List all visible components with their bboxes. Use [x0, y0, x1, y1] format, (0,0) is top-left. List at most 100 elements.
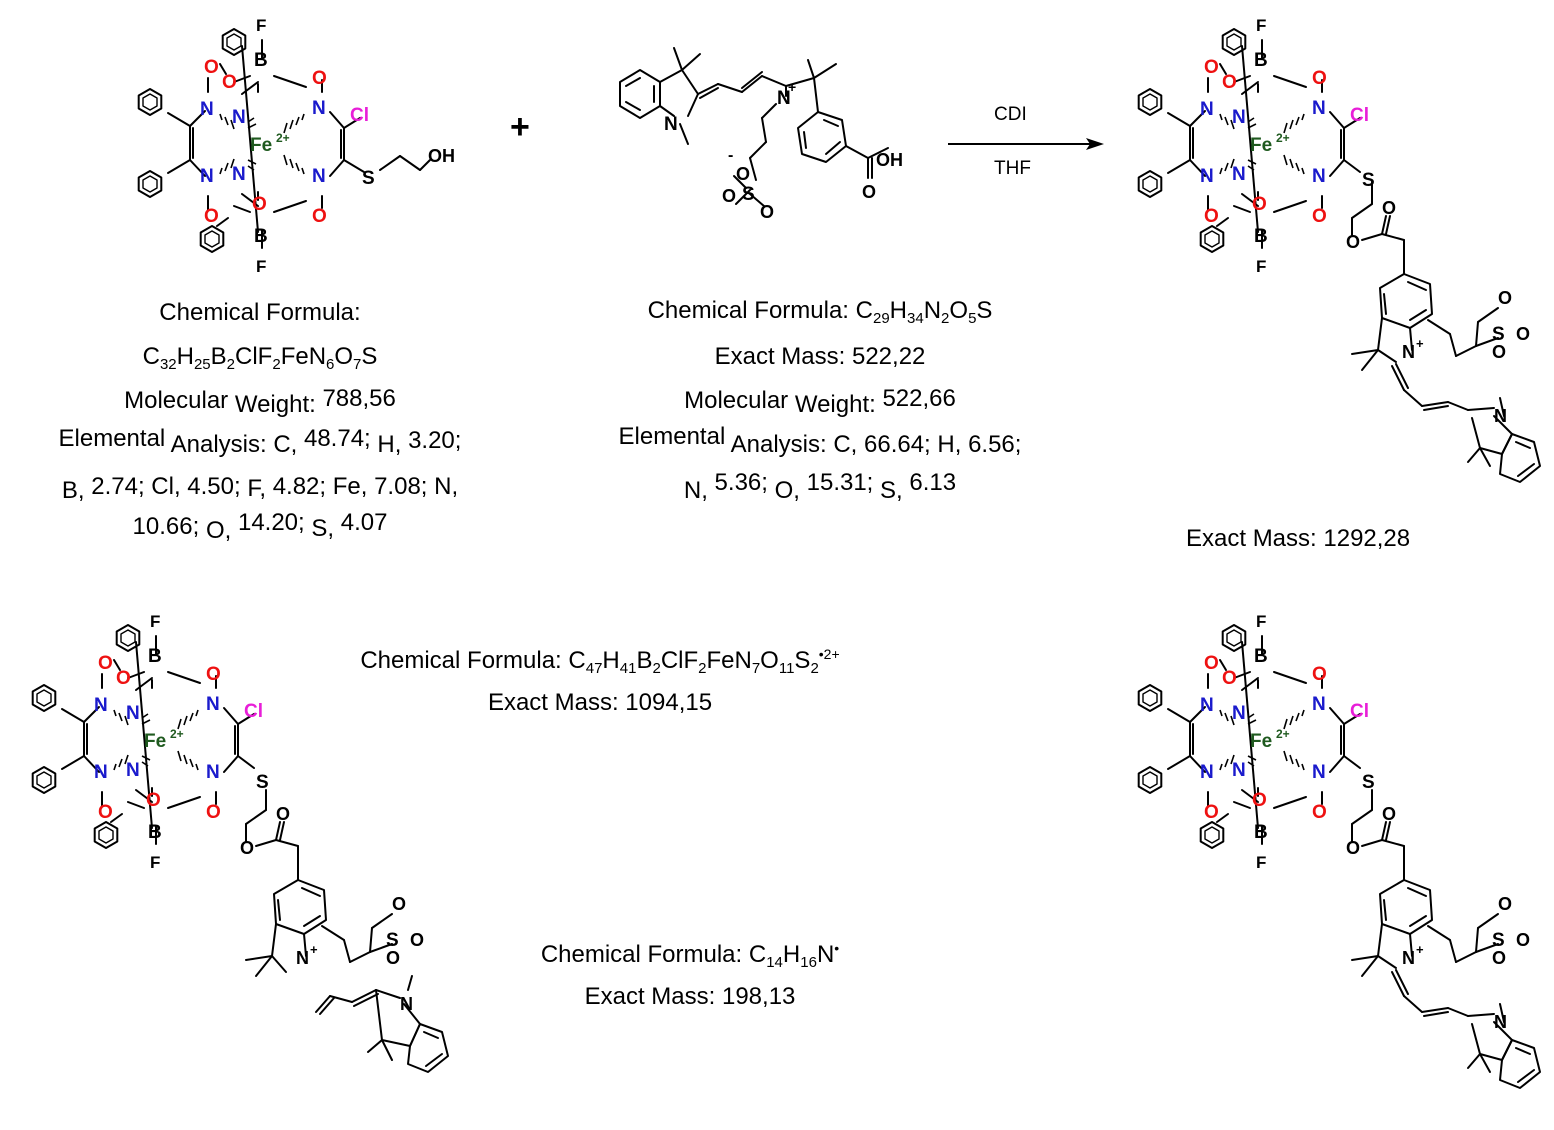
elemental-analysis-line1: Elemental Analysis: C, 48.74; H, 3.20; [58, 425, 462, 458]
atom-label: B [254, 226, 268, 247]
atom-label: O [1516, 324, 1530, 344]
elemental-analysis-line3: 10.66; O, 14.20; S, 4.07 [132, 509, 388, 544]
atom-label: Cl [244, 701, 263, 722]
atom-label: N [400, 994, 413, 1014]
exact-mass: Exact Mass: 522,22 [714, 343, 926, 370]
atom-label: N [664, 114, 678, 135]
atom-label: N [312, 166, 326, 187]
atom-label: N [1200, 166, 1214, 187]
atom-label: + [1416, 942, 1424, 957]
atom-label: S [362, 168, 375, 189]
molecular-formula: Chemical Formula: C47H41B2ClF2FeN7O11S2•… [360, 646, 840, 677]
atom-label: N [200, 166, 214, 187]
atom-label: O [1346, 838, 1360, 858]
atom-label: F [1256, 853, 1266, 872]
atom-label: + [1416, 336, 1424, 351]
atom-label: N [312, 98, 326, 119]
molecular-weight: Molecular Weight: 522,66 [684, 385, 956, 418]
atom-label: N [1494, 1012, 1507, 1032]
atom-label: N [1402, 342, 1415, 362]
atom-label: O [312, 206, 327, 227]
dye-info: Chemical Formula: C29H34N2O5S Exact Mass… [560, 294, 1080, 504]
clathrochelate-info: Chemical Formula: C32H25B2ClF2FeN6O7S Mo… [10, 296, 510, 544]
atom-label: F [1256, 257, 1266, 276]
atom-label: N [232, 107, 246, 128]
atom-label: O [206, 664, 221, 685]
atom-label: O [1498, 288, 1512, 308]
atom-label: O [116, 668, 131, 689]
atom-label: F [150, 612, 160, 631]
atom-label: N [126, 703, 140, 724]
atom-label: O [204, 57, 219, 78]
atom-label: O [1222, 72, 1237, 93]
atom-label: Fe [1250, 135, 1272, 156]
molecular-formula: C32H25B2ClF2FeN6O7S [142, 343, 378, 373]
atom-label: N [1312, 762, 1326, 783]
atom-label: F [1256, 16, 1266, 35]
product-repeat-structure: F B O O O N N N Cl Fe 2+ N N N S O O O B… [1130, 612, 1541, 1089]
atom-label: 2+ [1276, 727, 1290, 741]
atom-label: O [1312, 802, 1327, 823]
elemental-analysis-line2: B, 2.74; Cl, 4.50; F, 4.82; Fe, 7.08; N, [61, 473, 459, 504]
atom-label: B [1254, 646, 1268, 667]
atom-label: N [1312, 98, 1326, 119]
atom-label: O [1222, 668, 1237, 689]
atom-label: O [1252, 790, 1267, 811]
atom-label: N [296, 948, 309, 968]
atom-label: B [148, 822, 162, 843]
atom-label: S [1362, 772, 1375, 793]
atom-label: O [760, 202, 774, 222]
atom-label: O [722, 186, 736, 206]
atom-label: O [1252, 194, 1267, 215]
atom-label: N [1232, 703, 1246, 724]
fragment-large-info: Chemical Formula: C47H41B2ClF2FeN7O11S2•… [290, 644, 910, 720]
atom-label: B [1254, 50, 1268, 71]
fragment-large-structure: F B O O O N N N Cl Fe 2+ N N N S O O O B… [0, 612, 449, 1073]
atom-label: N [94, 695, 108, 716]
product-structure: F B O O O N N N Cl Fe 2+ N N N S O O O B… [1130, 16, 1541, 483]
atom-label: N [126, 760, 140, 781]
exact-mass: Exact Mass: 198,13 [584, 983, 796, 1010]
atom-label: F [1256, 612, 1266, 631]
atom-label: N [1312, 166, 1326, 187]
atom-label: S [1362, 170, 1375, 191]
atom-label: O [1312, 664, 1327, 685]
atom-label: + [788, 79, 796, 95]
atom-label: N [232, 164, 246, 185]
atom-label: B [148, 646, 162, 667]
atom-label: S [1492, 324, 1505, 345]
atom-label: N [1312, 694, 1326, 715]
reactant-dye-structure: N N + OH O O O S O - [619, 47, 903, 222]
atom-label: O [252, 194, 267, 215]
atom-label: Cl [350, 105, 369, 126]
atom-label: O [98, 653, 113, 674]
atom-label: O [862, 182, 876, 202]
reagent-label: CDI [994, 104, 1027, 125]
atom-label: S [742, 184, 755, 205]
atom-label: N [1402, 948, 1415, 968]
atom-label: Fe [1250, 731, 1272, 752]
atom-label: S [386, 930, 399, 951]
atom-label: O [1492, 342, 1506, 362]
atom-label: F [256, 257, 266, 276]
atom-label: B [1254, 226, 1268, 247]
atom-label: N [1200, 99, 1214, 120]
atom-label: Cl [1350, 701, 1369, 722]
atom-label: O [1204, 206, 1219, 227]
atom-label: O [1204, 653, 1219, 674]
atom-label: 2+ [1276, 131, 1290, 145]
product-exact-mass: Exact Mass: 1292,28 [1186, 525, 1411, 552]
atom-label: O [222, 72, 237, 93]
atom-label: O [1312, 206, 1327, 227]
atom-label: O [240, 838, 254, 858]
atom-label: O [1492, 948, 1506, 968]
formula-heading: Chemical Formula: [159, 299, 361, 326]
atom-label: O [1382, 198, 1396, 218]
atom-label: + [310, 942, 318, 957]
atom-label: OH [876, 150, 903, 170]
atom-label: O [1204, 802, 1219, 823]
exact-mass: Exact Mass: 1094,15 [487, 689, 713, 716]
atom-label: N [777, 88, 791, 109]
atom-label: N [1232, 107, 1246, 128]
atom-label: F [150, 853, 160, 872]
